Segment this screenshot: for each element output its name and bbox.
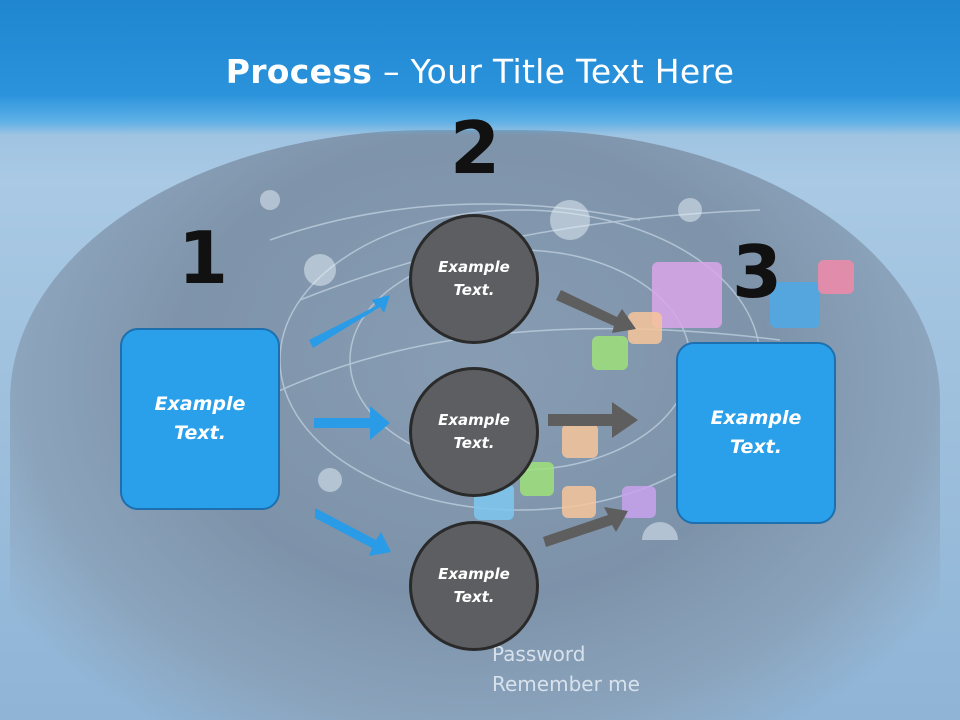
step-box-1-label: Example Text. [154,393,246,444]
process-circle-middle-label: Example Text. [438,411,510,452]
process-circle-middle: Example Text. [409,367,539,497]
gray-arrow-right [548,402,638,438]
process-circle-top-label: Example Text. [438,258,510,299]
app-tile-mail [592,336,628,370]
app-tile-cart [562,424,598,458]
step-box-1: Example Text. [120,328,280,510]
step-number-2: 2 [450,106,501,190]
title-rest: – Your Title Text Here [372,52,735,91]
blue-arrow-down [315,508,391,556]
slide-title: Process – Your Title Text Here [0,52,960,91]
process-circle-bottom-label: Example Text. [438,565,510,606]
step-box-3-label: Example Text. [710,407,802,458]
app-tile-video [770,282,820,328]
blue-arrow-up [309,295,390,348]
process-circle-bottom: Example Text. [409,521,539,651]
title-bar [0,0,960,135]
step-number-3: 3 [732,230,783,314]
background-password-label: Password [492,642,586,666]
background-remember-label: Remember me [492,672,640,696]
app-tile-globe [652,262,722,328]
app-tile-contacts [622,486,656,518]
title-bold: Process [225,52,373,91]
process-circle-top: Example Text. [409,214,539,344]
gray-arrow-down [556,290,636,333]
gray-arrow-up [543,507,628,547]
app-tile-music [818,260,854,294]
app-tile-cart-2 [562,486,596,518]
step-number-1: 1 [178,216,229,300]
blue-arrow-right [314,406,390,440]
step-box-3: Example Text. [676,342,836,524]
